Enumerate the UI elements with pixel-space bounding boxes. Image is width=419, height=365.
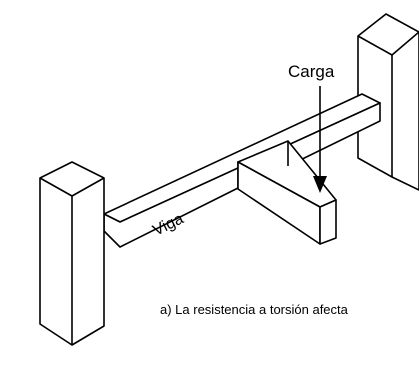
right-column-body	[357, 13, 419, 191]
load-arrow-head	[313, 176, 327, 193]
main-beam-top-face	[103, 93, 381, 223]
load-label: Carga	[288, 62, 335, 81]
left-column	[39, 161, 105, 346]
main-beam	[103, 93, 381, 248]
load-arrow	[313, 86, 327, 193]
main-beam-front-face	[103, 102, 381, 248]
right-column	[357, 13, 419, 191]
cross-arm	[237, 140, 337, 245]
caption: a) La resistencia a torsión afecta	[160, 302, 349, 317]
cross-arm-end-face	[319, 199, 337, 245]
